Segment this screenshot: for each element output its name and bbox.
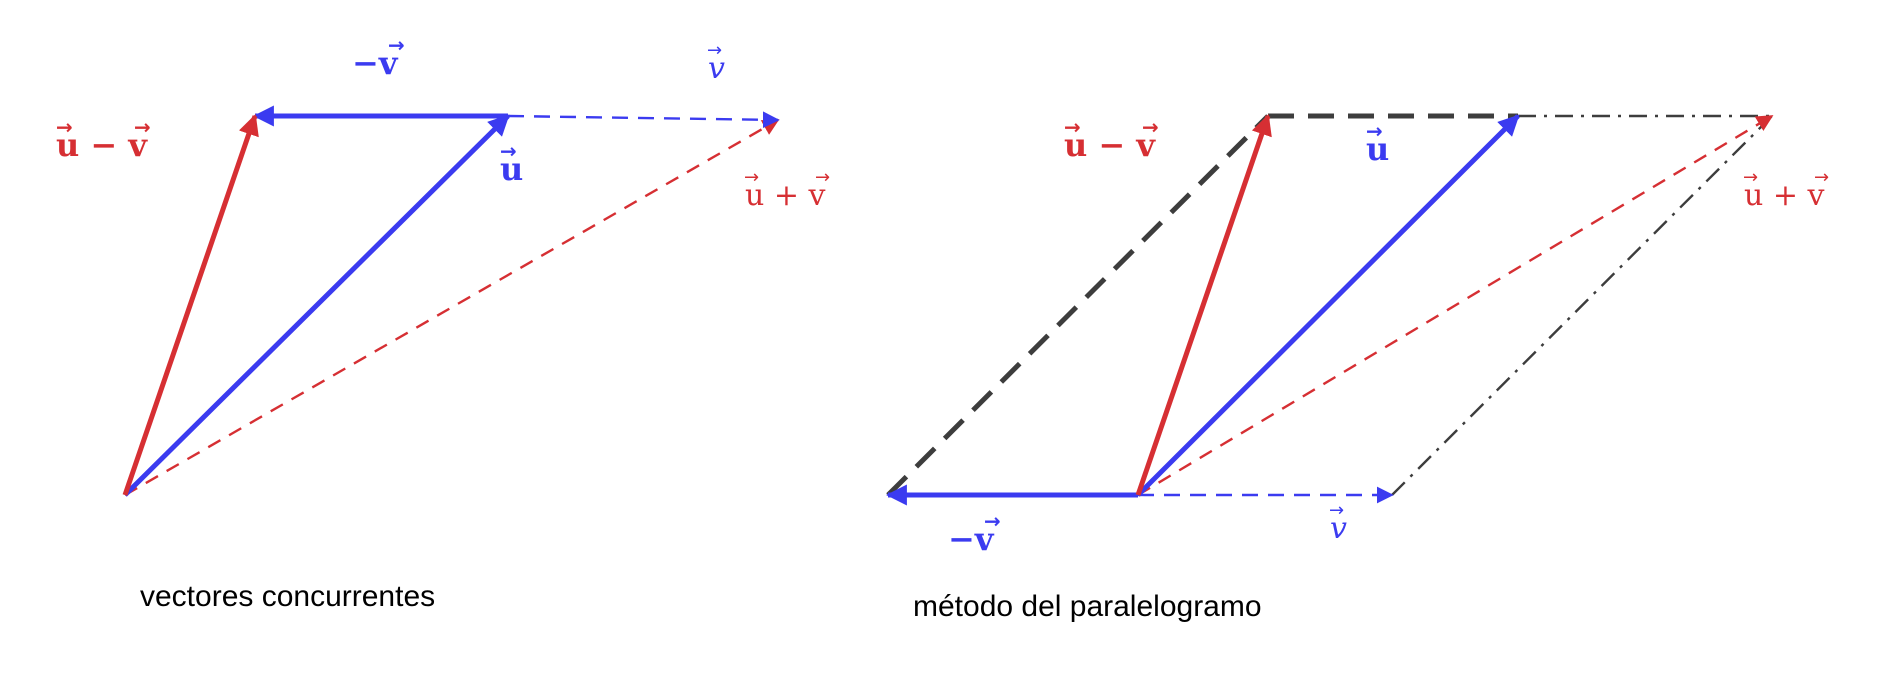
left-u-label: u → (500, 139, 523, 188)
left-v-label: v → (707, 40, 725, 86)
svg-text:u: u (500, 150, 523, 188)
left-u-plus-v-vector (124, 118, 780, 497)
left-u-plus-v-label: u + v → → (744, 167, 830, 213)
svg-text:→: → (1064, 115, 1081, 139)
right-left-parallelogram-edge (886, 114, 1270, 497)
svg-text:→: → (1142, 115, 1159, 139)
svg-text:→: → (1743, 167, 1758, 188)
svg-text:→: → (134, 115, 151, 139)
right-u-label: u → (1366, 119, 1389, 168)
svg-text:−v: −v (352, 44, 399, 82)
svg-text:→: → (500, 139, 517, 163)
right-caption: método del paralelogramo (913, 590, 1262, 623)
right-right-dashdot-edge (1391, 115, 1773, 496)
right-u-plus-v-vector (1137, 114, 1774, 497)
left-neg-v-label: −v → (352, 33, 405, 82)
svg-text:v: v (708, 51, 725, 86)
left-v-vector (507, 111, 780, 129)
right-u-vector (1136, 114, 1520, 497)
svg-text:→: → (984, 509, 1001, 533)
svg-text:u + v: u + v (1744, 178, 1825, 213)
svg-text:−v: −v (948, 520, 995, 558)
left-caption: vectores concurrentes (140, 580, 435, 613)
svg-text:→: → (1329, 500, 1344, 521)
left-u-minus-v-vector (122, 114, 259, 496)
svg-text:u − v: u − v (1064, 126, 1156, 164)
svg-text:→: → (707, 40, 722, 61)
svg-text:→: → (1366, 119, 1383, 143)
right-panel: u − v → → u → u + v → → −v → v → método … (885, 113, 1829, 623)
right-u-plus-v-label: u + v → → (1743, 167, 1829, 213)
svg-text:u + v: u + v (745, 178, 826, 213)
svg-text:→: → (56, 115, 73, 139)
left-panel: −v → v → u − v → → u → u + v → → vectore… (56, 33, 830, 613)
svg-text:→: → (388, 33, 405, 57)
right-u-minus-v-vector (1135, 114, 1272, 496)
right-v-label: v → (1329, 500, 1347, 546)
svg-text:→: → (815, 167, 830, 188)
svg-text:→: → (744, 167, 759, 188)
right-neg-v-label: −v → (948, 509, 1001, 558)
right-u-minus-v-label: u − v → → (1064, 115, 1159, 164)
left-u-vector (123, 114, 510, 497)
svg-text:u: u (1366, 130, 1389, 168)
svg-text:v: v (1330, 511, 1347, 546)
svg-text:→: → (1814, 167, 1829, 188)
svg-text:u − v: u − v (56, 126, 148, 164)
left-u-minus-v-label: u − v → → (56, 115, 151, 164)
